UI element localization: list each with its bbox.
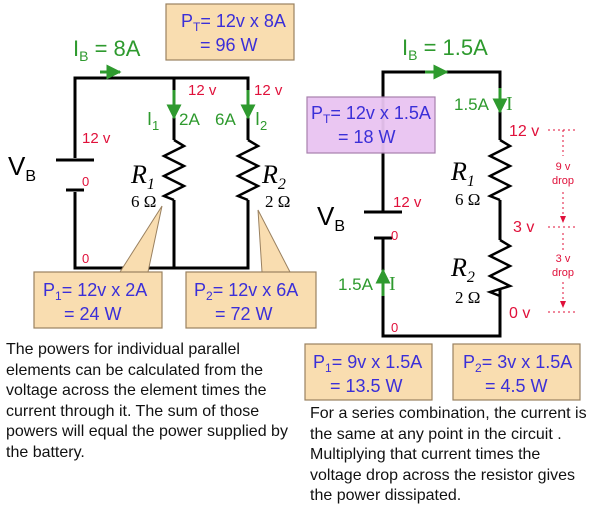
parallel-node-left-bottom: 0 [82, 251, 89, 266]
series-r1-value: 6 Ω [455, 190, 480, 209]
series-left-current-value: 1.5A [338, 275, 374, 294]
series-explanation-text: For a series combination, the current is… [310, 405, 587, 504]
series-vb-label: VB [317, 201, 345, 235]
p2-callout-pointer [257, 209, 291, 273]
parallel-vb-label: VB [8, 151, 36, 185]
parallel-r1-label: R1 [130, 160, 155, 193]
series-bottom-wire [381, 238, 502, 338]
drop1-line2: drop [552, 175, 574, 187]
parallel-node-right-top: 12 v [254, 82, 283, 99]
series-node-bottom: 0 [391, 320, 398, 335]
series-v-bottom: 0 v [509, 305, 530, 322]
parallel-ib-label: IB = 8A [73, 36, 141, 64]
series-p2-box [452, 343, 581, 401]
i2-value: 6A [215, 110, 236, 129]
series-r2-value: 2 Ω [455, 288, 480, 307]
parallel-battery-icon [56, 158, 94, 192]
series-p1-line1: P1= 9v x 1.5A [313, 352, 422, 375]
series-r2-resistor-icon [486, 238, 514, 298]
parallel-vb-minus: 0 [82, 174, 89, 189]
series-p1-line2: = 13.5 W [330, 376, 403, 396]
series-vb-minus: 0 [391, 228, 398, 243]
parallel-pt-box [165, 3, 295, 61]
parallel-explanation-text: The powers for individual parallel eleme… [6, 341, 288, 461]
drop2-arrow-icon [560, 301, 566, 308]
parallel-wires [73, 76, 250, 270]
series-battery-icon [364, 210, 402, 240]
p1-line2: = 24 W [64, 304, 122, 324]
i1-value: 2A [179, 110, 200, 129]
series-r1-resistor-icon [486, 138, 513, 202]
parallel-node-mid-top: 12 v [188, 82, 217, 99]
i1-label: I1 [147, 109, 159, 133]
parallel-r2-value: 2 Ω [265, 192, 290, 211]
series-left-current-symbol: I [389, 273, 396, 295]
series-right-current-symbol: I [506, 93, 513, 115]
parallel-pt-line1: PT= 12v x 8A [181, 11, 286, 34]
p2-line1: P2= 12v x 6A [194, 280, 298, 303]
parallel-vb-plus: 12 v [82, 130, 111, 147]
series-p2-line2: = 4.5 W [485, 376, 548, 396]
r1-resistor-icon [160, 138, 187, 202]
p1-line1: P1= 12v x 2A [43, 280, 147, 303]
series-v-mid: 3 v [513, 219, 534, 236]
series-pt-line2: = 18 W [338, 127, 396, 147]
series-circuit: IB = 1.5A 1.5A I 1.5A I PT= 12v x 1.5A =… [304, 35, 581, 401]
parallel-r1-value: 6 Ω [131, 192, 156, 211]
p2-line2: = 72 W [215, 304, 273, 324]
series-r1-label: R1 [450, 157, 475, 190]
series-p1-box [304, 343, 433, 401]
series-pt-box [306, 96, 436, 154]
r2-resistor-icon [234, 138, 261, 202]
series-ib-label: IB = 1.5A [402, 35, 488, 63]
parallel-circuit: IB = 8A PT= 12v x 8A = 96 W 12 v 12 v 12… [8, 3, 317, 329]
series-right-current-value: 1.5A [454, 95, 490, 114]
parallel-r2-label: R2 [261, 160, 286, 193]
series-p2-line1: P2= 3v x 1.5A [463, 352, 572, 375]
series-pt-line1: PT= 12v x 1.5A [311, 103, 431, 126]
series-vb-plus: 12 v [393, 194, 422, 211]
p2-box [185, 271, 317, 329]
drop1-arrow-icon [560, 216, 566, 223]
p1-box [33, 271, 163, 329]
p1-callout-pointer [119, 205, 163, 273]
drop2-line2: drop [552, 267, 574, 279]
series-r2-label: R2 [450, 253, 475, 286]
drop2-line1: 3 v [556, 253, 571, 265]
parallel-bottom-wire [73, 192, 250, 270]
voltage-ladder-lines [548, 129, 578, 313]
parallel-pt-line2: = 96 W [200, 35, 258, 55]
drop1-line1: 9 v [556, 161, 571, 173]
i2-label: I2 [255, 109, 267, 133]
series-v-top: 12 v [509, 123, 539, 140]
